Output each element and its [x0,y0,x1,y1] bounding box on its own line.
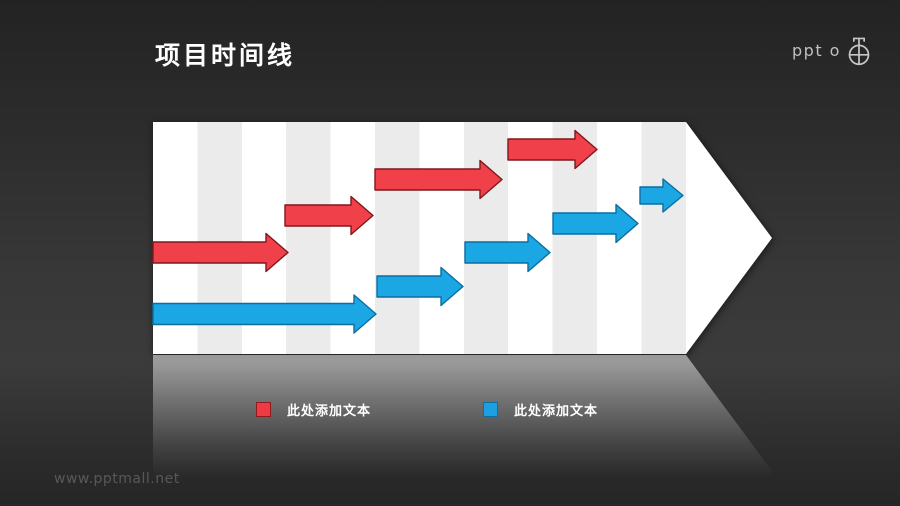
legend-swatch [483,402,498,417]
page-title: 项目时间线 [155,41,296,70]
panel-reflection [153,355,772,505]
legend-label: 此处添加文本 [287,404,372,419]
legend-item-blue: 此处添加文本 [483,400,598,419]
legend-item-red: 此处添加文本 [256,400,371,419]
brand-logo-text: ppt o [792,41,841,60]
legend-swatch [256,402,271,417]
brand-logo: ppt o [792,36,872,66]
legend-label: 此处添加文本 [514,404,599,419]
stopwatch-icon [848,37,870,65]
timeline-panel [153,122,772,354]
watermark: www.pptmall.net [54,471,180,487]
